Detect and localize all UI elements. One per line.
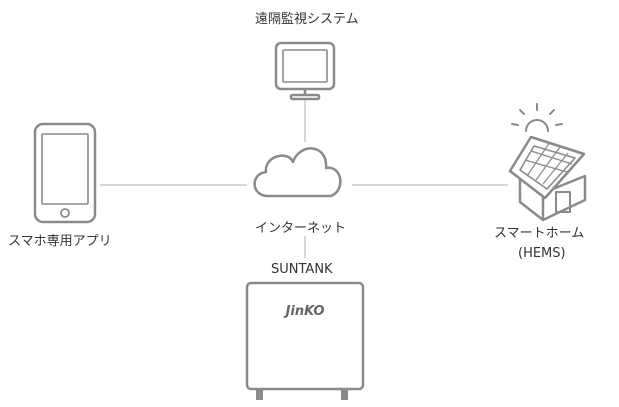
monitor-icon bbox=[274, 41, 336, 101]
smartphone-icon bbox=[33, 122, 97, 224]
cloud-icon bbox=[253, 147, 342, 198]
label-smartphone-app: スマホ専用アプリ bbox=[8, 234, 112, 249]
label-smart-home: スマートホーム bbox=[494, 226, 585, 241]
label-suntank: SUNTANK bbox=[271, 262, 333, 277]
battery-brand-logo: JinKO bbox=[283, 304, 325, 319]
label-internet: インターネット bbox=[255, 221, 347, 236]
label-hems: (HEMS) bbox=[518, 246, 566, 261]
battery-unit-icon: JinKO bbox=[245, 281, 365, 400]
sun-icon bbox=[511, 103, 563, 132]
label-monitoring-system: 遠隔監視システム bbox=[255, 12, 359, 27]
house-solar-icon bbox=[508, 135, 587, 222]
